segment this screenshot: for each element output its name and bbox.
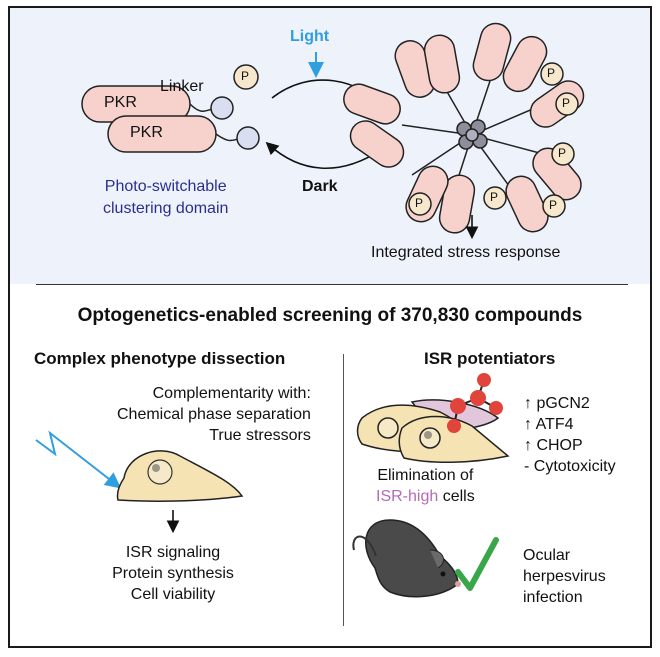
compound-molecule: [447, 373, 503, 433]
light-label: Light: [290, 28, 330, 45]
phospho-label: P: [241, 69, 250, 83]
markers-list: ↑ pGCN2 ↑ ATF4 ↑ CHOP - Cytotoxicity: [524, 395, 616, 475]
isr-high-cells: [356, 399, 510, 464]
screening-title: Optogenetics-enabled screening of 370,83…: [77, 305, 583, 326]
cell: [116, 450, 244, 502]
pkr-construct: [81, 64, 260, 153]
pkr-label-2: PKR: [130, 124, 163, 141]
dark-label: Dark: [302, 178, 338, 195]
phospho-label: P: [549, 198, 558, 212]
section-divider: [36, 284, 628, 285]
pkr-label-1: PKR: [104, 94, 137, 111]
phospho-label: P: [547, 66, 556, 80]
elimination-text: Elimination of ISR-high cells: [376, 467, 475, 505]
illustration: [35, 22, 585, 598]
mouse-icon: [352, 519, 461, 598]
graphical-abstract: Light Dark Linker PKR PKR P P P P P P P …: [8, 6, 652, 648]
phospho-label: P: [490, 190, 499, 204]
phospho-label: P: [415, 196, 424, 210]
phospho-label: P: [562, 96, 571, 110]
left-heading: Complex phenotype dissection: [34, 349, 286, 368]
clustering-domain-label: Photo-switchable clustering domain: [103, 178, 229, 217]
complementarity-text: Complementarity with: Chemical phase sep…: [117, 385, 311, 444]
ocular-infection-text: Ocular herpesvirus infection: [523, 547, 606, 606]
phospho-label: P: [558, 146, 567, 160]
readouts-text: ISR signaling Protein synthesis Cell via…: [112, 544, 234, 603]
check-icon: [455, 537, 499, 591]
pkr-cluster: [343, 22, 585, 234]
linker-label: Linker: [160, 78, 204, 95]
column-divider: [343, 354, 344, 626]
right-heading: ISR potentiators: [424, 349, 556, 368]
isr-label: Integrated stress response: [371, 244, 561, 261]
light-stimulus-zigzag: [35, 430, 122, 489]
